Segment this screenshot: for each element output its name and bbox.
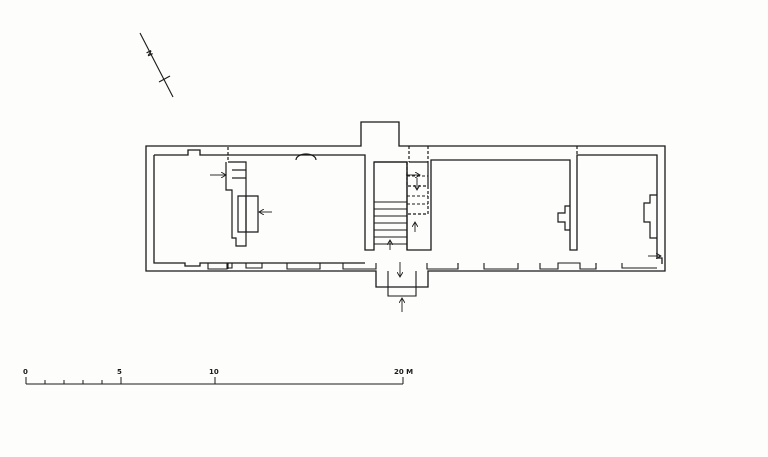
entry-arrows	[210, 175, 661, 312]
building-outline	[145, 121, 666, 288]
north-arrow-tick	[158, 75, 171, 83]
north-arrow-shaft	[139, 32, 174, 98]
scale-label-0: 0	[23, 368, 28, 376]
entrance-porch	[387, 271, 417, 297]
north-label: N	[144, 49, 154, 58]
interior-walls	[225, 146, 657, 250]
scale-label-10: 10	[209, 368, 219, 376]
scale-label-5: 5	[117, 368, 122, 376]
front-wall-windows	[207, 262, 657, 271]
north-arrow: N	[139, 32, 174, 98]
niche-top	[295, 153, 317, 161]
scale-bar: 0 5 10 20 M	[23, 368, 413, 385]
fireplace-left	[237, 195, 259, 233]
scale-label-20: 20 M	[394, 368, 413, 376]
